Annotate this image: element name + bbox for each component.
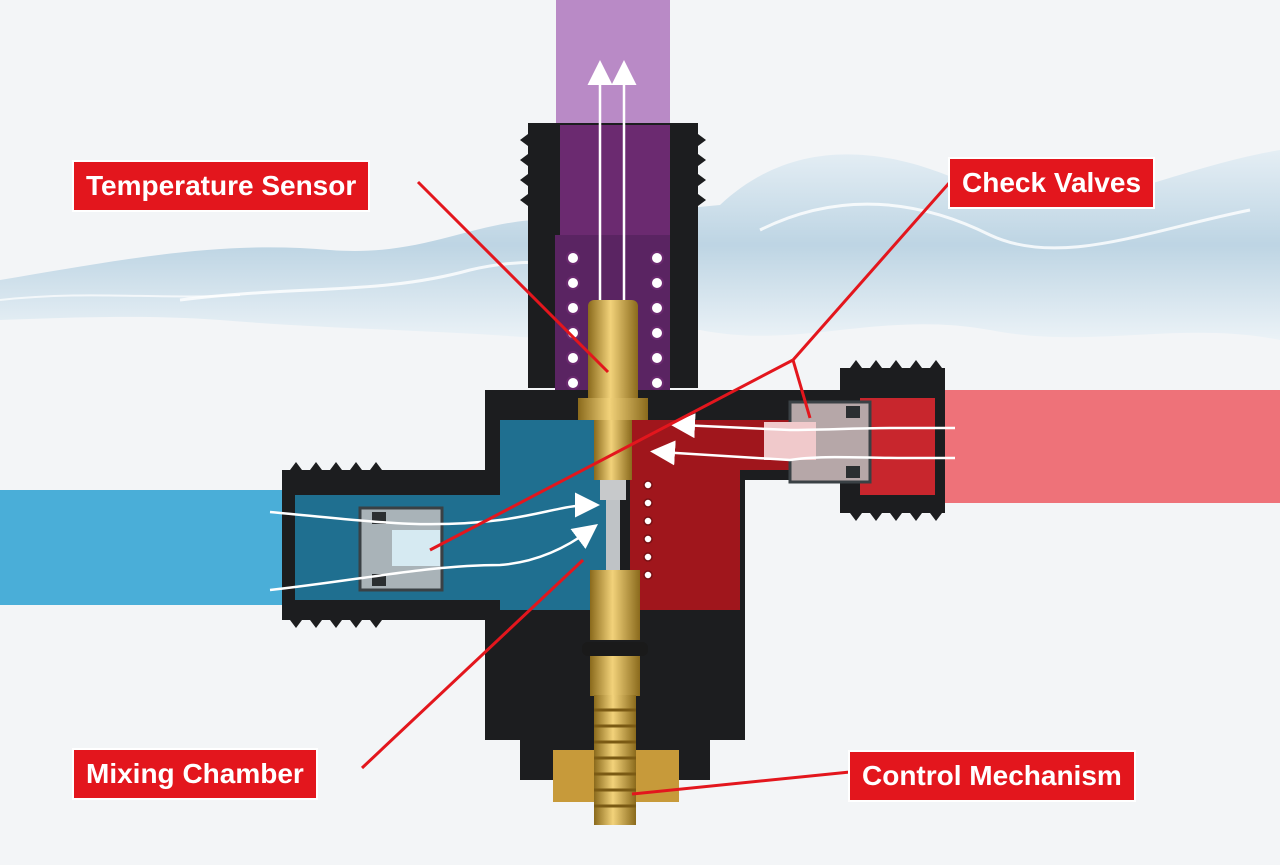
cold-water-pipe bbox=[0, 490, 300, 605]
label-mixing-chamber: Mixing Chamber bbox=[72, 748, 318, 800]
mixed-water-pipe bbox=[556, 0, 670, 125]
hot-water-pipe bbox=[935, 390, 1280, 503]
leader-lines bbox=[360, 180, 952, 796]
label-temperature-sensor: Temperature Sensor bbox=[72, 160, 371, 212]
hot-check-valve bbox=[764, 400, 872, 484]
thermostat-element bbox=[578, 300, 648, 696]
flow-arrows bbox=[269, 60, 955, 592]
upper-spring-icon bbox=[566, 251, 664, 390]
lower-spring-icon bbox=[643, 480, 653, 580]
control-mechanism bbox=[553, 695, 679, 825]
label-check-valves: Check Valves bbox=[948, 157, 1156, 209]
label-control-mechanism: Control Mechanism bbox=[848, 750, 1136, 802]
